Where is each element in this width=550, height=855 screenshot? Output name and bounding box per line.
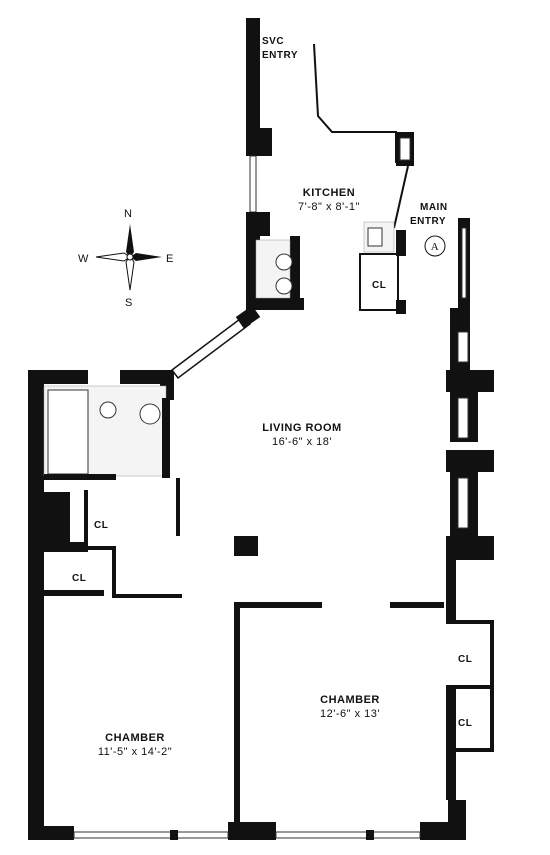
compass-rose: N S W E bbox=[78, 208, 174, 309]
right-closet-lower-label: CL bbox=[458, 718, 472, 729]
left-closet-lower-label: CL bbox=[72, 573, 86, 584]
main-entry-label-line1: MAIN bbox=[420, 202, 448, 213]
kitchen-dimensions: 7'-8" x 8'-1" bbox=[298, 201, 360, 213]
main-entry-label-line2: ENTRY bbox=[410, 216, 446, 227]
left-chamber-dimensions: 11'-5" x 14'-2" bbox=[98, 746, 172, 758]
living-room-label: LIVING ROOM bbox=[262, 422, 341, 434]
compass-north-label: N bbox=[124, 208, 132, 220]
right-chamber-label: CHAMBER bbox=[320, 694, 380, 706]
kitchen-label: KITCHEN bbox=[303, 187, 355, 199]
right-closet-upper-label: CL bbox=[458, 654, 472, 665]
interior-walls bbox=[44, 478, 494, 824]
bathroom bbox=[43, 385, 170, 480]
kitchen-closet-label: CL bbox=[372, 280, 386, 291]
svc-entry-label-line1: SVC bbox=[262, 36, 284, 47]
living-room-dimensions: 16'-6" x 18' bbox=[272, 436, 332, 448]
left-chamber-label: CHAMBER bbox=[105, 732, 165, 744]
left-closet-upper-label: CL bbox=[94, 520, 108, 531]
compass-west-label: W bbox=[78, 253, 89, 265]
right-chamber-dimensions: 12'-6" x 13' bbox=[320, 708, 380, 720]
entry-marker: A bbox=[424, 235, 446, 257]
kitchen-fixtures bbox=[255, 221, 395, 299]
room-labels: SVC ENTRY KITCHEN 7'-8" x 8'-1" MAIN ENT… bbox=[72, 36, 472, 758]
compass-east-label: E bbox=[166, 253, 174, 265]
entry-marker-label: A bbox=[431, 241, 439, 253]
compass-south-label: S bbox=[125, 297, 133, 309]
kitchen-walls bbox=[170, 18, 414, 380]
svc-entry-label-line2: ENTRY bbox=[262, 50, 298, 61]
exterior-walls bbox=[28, 218, 494, 840]
